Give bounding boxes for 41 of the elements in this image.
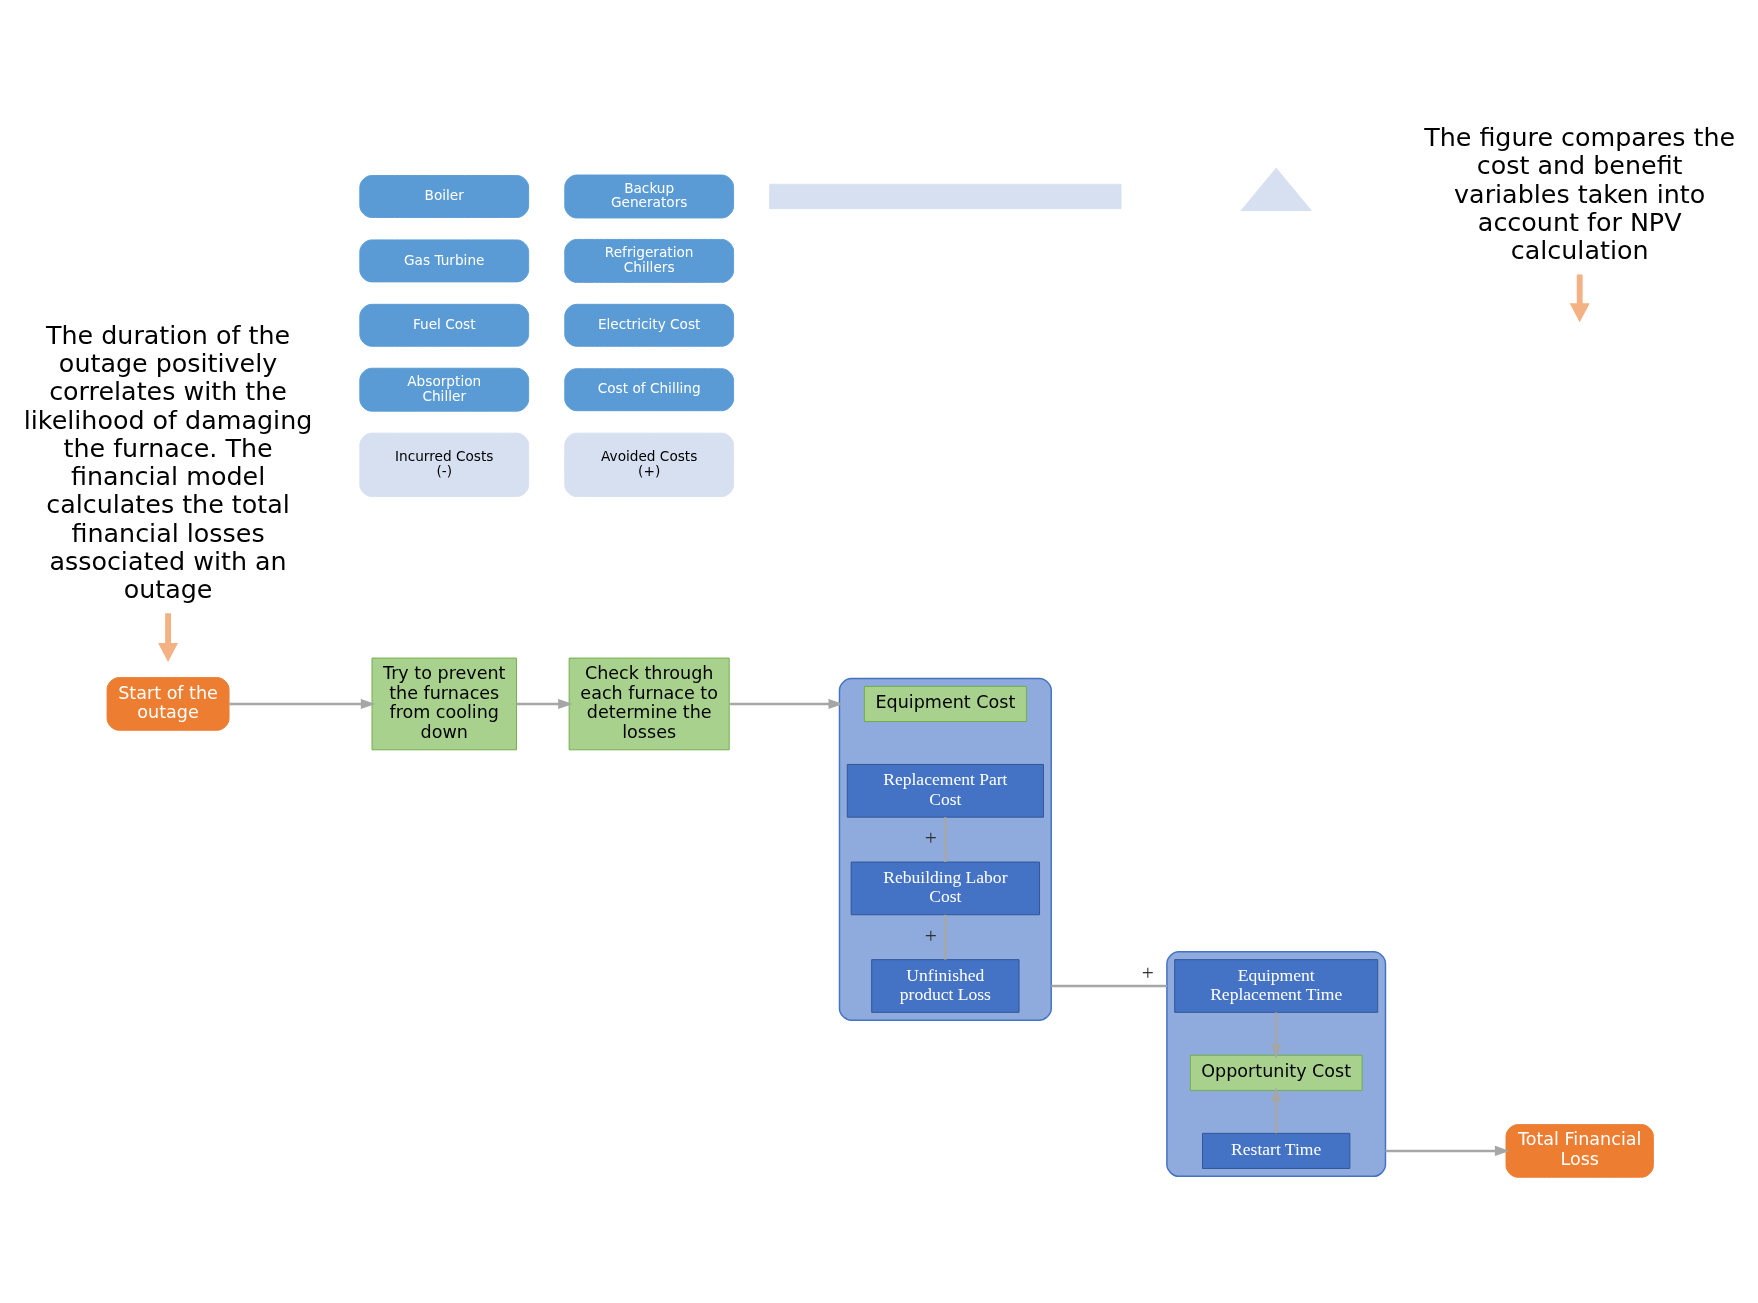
arrow — [229, 698, 376, 710]
node-box: Equipment Cost — [863, 685, 1027, 722]
arrow — [1385, 1145, 1510, 1157]
cluster — [1166, 951, 1387, 1177]
connector — [944, 817, 947, 862]
node-box: Replacement Part Cost — [846, 763, 1044, 818]
node-box: Total Financial Loss — [1505, 1124, 1654, 1178]
node-box: Rebuilding Labor Cost — [850, 861, 1041, 916]
arrow — [729, 698, 844, 710]
node-box: Cost of Chilling — [564, 368, 735, 412]
node-triangle — [1240, 167, 1312, 212]
node-box: Boiler — [359, 175, 530, 218]
node-box: Equipment Replacement Time — [1174, 959, 1379, 1013]
node-box: Electricity Cost — [564, 303, 735, 347]
node-box: Restart Time — [1202, 1132, 1351, 1169]
arrow — [1569, 274, 1590, 323]
node-box: Gas Turbine — [359, 239, 530, 283]
node-box: Refrigeration Chillers — [564, 238, 735, 283]
cluster — [838, 677, 1052, 1021]
node-box: Unfinished product Loss — [871, 959, 1020, 1013]
edge-label: + — [924, 923, 937, 948]
connector — [944, 914, 947, 960]
connector — [1051, 984, 1167, 988]
node-box: Start of the outage — [106, 677, 230, 731]
arrow — [1271, 1087, 1282, 1134]
node-box: Backup Generators — [564, 174, 735, 219]
node-box: Try to prevent the furnaces from cooling down — [371, 657, 517, 751]
arrow — [516, 698, 573, 710]
node-box: Check through each furnace to determine the losses — [568, 657, 730, 751]
edge-label: + — [924, 826, 937, 851]
node-box: Incurred Costs (-) — [359, 432, 530, 498]
node-box: Avoided Costs (+) — [564, 432, 735, 498]
node-bar — [769, 183, 1122, 210]
arrow — [1271, 1012, 1282, 1059]
node-box: Absorption Chiller — [359, 367, 530, 412]
edge-label: + — [1141, 960, 1154, 985]
arrow — [158, 613, 179, 663]
node-box: Opportunity Cost — [1189, 1054, 1363, 1091]
node-text: The duration of the outage positively correlates with the likelihood of damaging the furnace. The financial model calculates the total financial losses associated with an outage — [23, 319, 313, 605]
node-box: Fuel Cost — [359, 303, 530, 347]
node-text: The figure compares the cost and benefit variables taken into account for NPV calculation — [1424, 122, 1736, 266]
